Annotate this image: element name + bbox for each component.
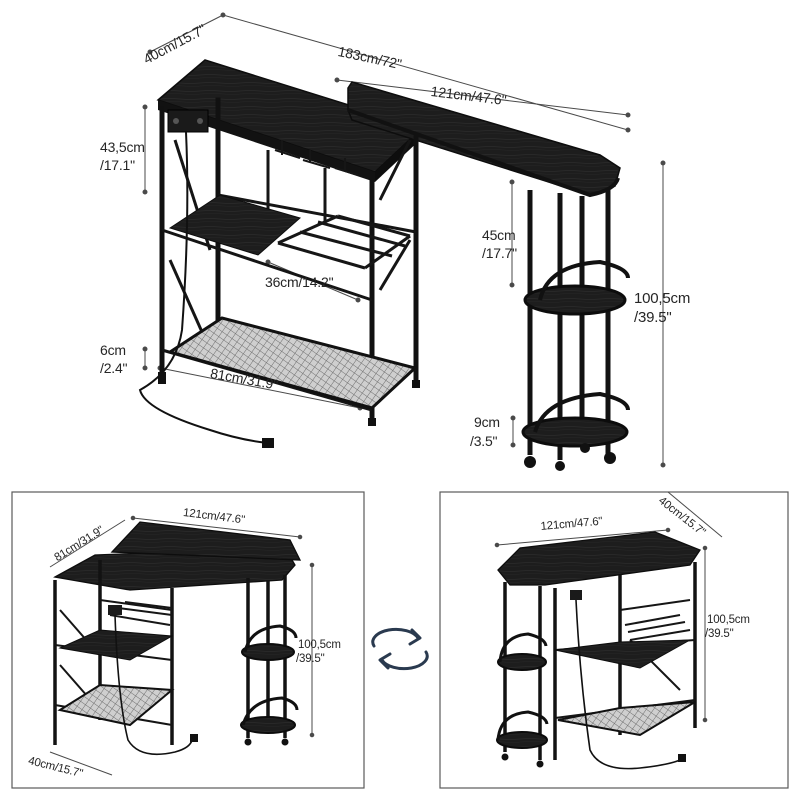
main-ext-shelf-height-cm: 45cm [482,227,516,243]
main-wheel-height-cm: 9cm [474,414,500,430]
left-height-in: /39.5" [296,653,325,665]
right-panel-table [496,531,701,770]
main-foot-height-in: /2.4" [100,360,128,376]
left-height-cm: 100,5cm [298,639,341,651]
main-cabinet-height-cm: 43,5cm [100,139,145,155]
main-cabinet-height-in: /17.1" [100,157,135,173]
main-dimension-lines [142,12,666,468]
left-panel-dimension-lines [49,515,315,776]
main-ext-shelf-height-in: /17.7" [482,245,517,261]
main-bar-table [138,59,630,471]
main-shelf-gap-label: 36cm/14.2" [265,274,334,290]
right-panel-dimension-lines [494,491,723,723]
left-panel-table [53,521,302,756]
right-height-in: /39.5" [705,628,734,640]
main-total-height-cm: 100,5cm [634,290,691,307]
rotate-arrows-icon [371,627,429,671]
main-total-height-in: /39.5" [634,309,672,326]
main-wheel-height-in: /3.5" [470,433,498,449]
main-foot-height-cm: 6cm [100,342,126,358]
right-height-cm: 100,5cm [707,614,750,626]
